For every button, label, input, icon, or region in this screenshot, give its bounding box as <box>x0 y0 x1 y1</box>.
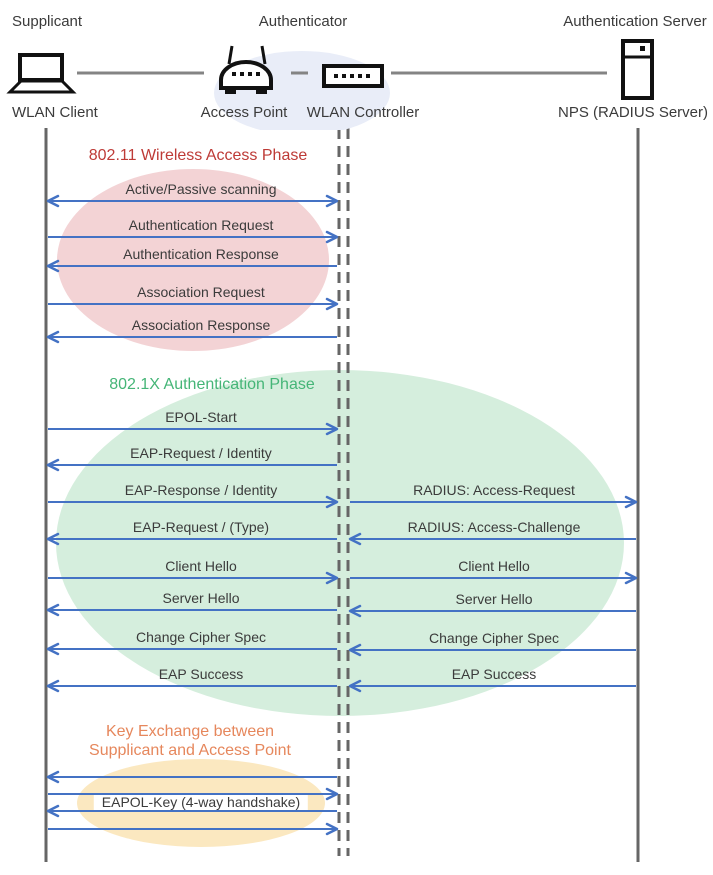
message-arrow <box>48 422 339 436</box>
message-arrow <box>348 604 636 618</box>
message-arrow <box>46 679 337 693</box>
access-point-icon <box>219 45 273 94</box>
laptop-icon <box>6 53 77 94</box>
message-arrow <box>348 643 636 657</box>
message-arrow <box>46 603 337 617</box>
message-arrow <box>46 458 337 472</box>
message-arrow <box>46 259 337 273</box>
wlan-controller-icon <box>322 64 384 88</box>
message-arrow <box>48 297 339 311</box>
message-arrow <box>46 532 337 546</box>
server-icon <box>621 39 654 100</box>
diagram-header-layer <box>6 39 654 130</box>
message-arrow <box>48 822 339 836</box>
message-arrow <box>348 532 636 546</box>
message-arrow <box>48 230 339 244</box>
message-arrow <box>46 330 337 344</box>
phase-80211-wireless-access-ellipse <box>57 169 329 351</box>
message-arrow <box>46 804 337 818</box>
message-arrow <box>350 495 638 509</box>
message-arrow <box>348 679 636 693</box>
message-arrow <box>350 571 638 585</box>
message-arrow <box>46 642 337 656</box>
message-arrow <box>48 787 339 801</box>
message-arrow <box>48 495 339 509</box>
message-arrow <box>46 194 339 208</box>
message-arrow <box>46 770 337 784</box>
message-arrow <box>48 571 339 585</box>
phase-key-exchange-ellipse <box>77 759 325 847</box>
